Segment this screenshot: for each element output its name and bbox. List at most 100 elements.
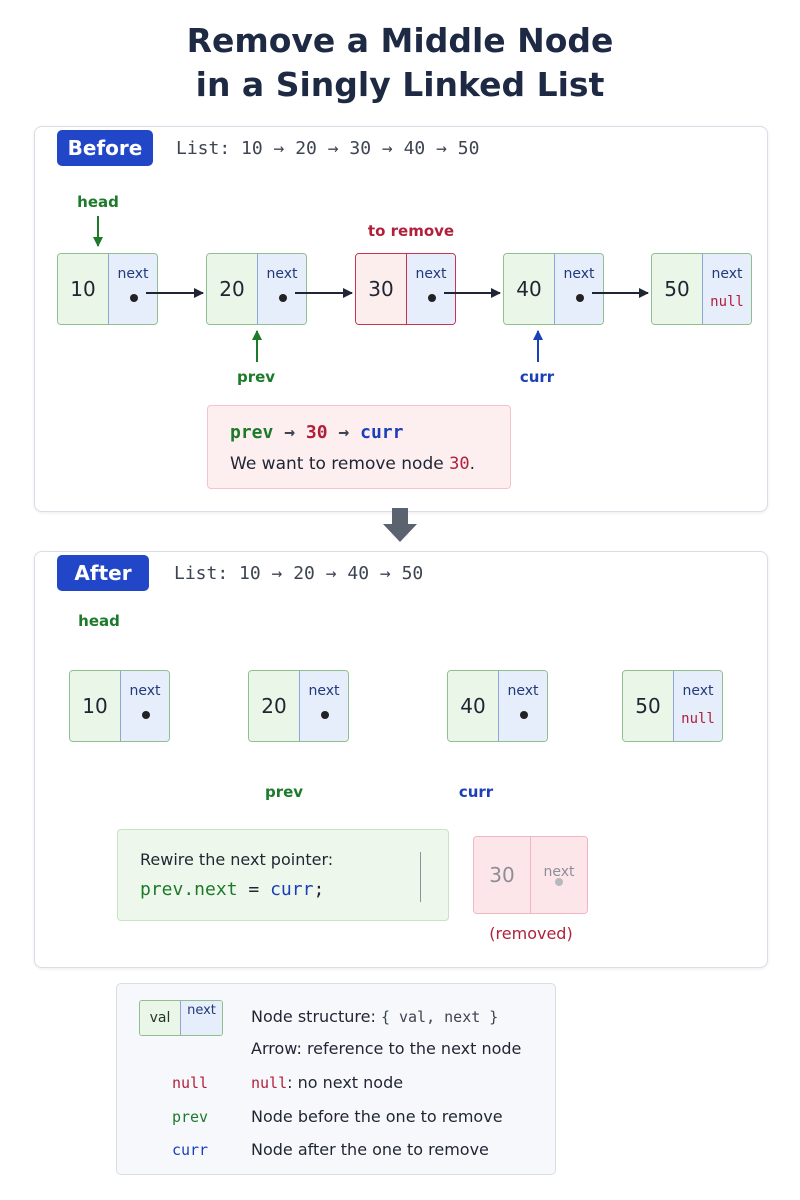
legend-node-val: val [140, 1001, 180, 1035]
callout-curr: curr [360, 422, 404, 443]
legend-node-structure-text: Node structure: { val, next } [251, 1004, 498, 1030]
pointer-dot-icon [555, 878, 563, 886]
node-next-field: next [554, 254, 603, 324]
before-curr-label: curr [519, 368, 555, 386]
node-next-field: next [406, 254, 455, 324]
node-value: 40 [504, 254, 554, 324]
after-node-50: 50 next null [622, 670, 723, 742]
node-value: 30 [356, 254, 406, 324]
rewire-heading: Rewire the next pointer: [140, 850, 334, 869]
pointer-dot-icon [520, 711, 528, 719]
node-value: 20 [249, 671, 299, 741]
legend-row-prev: prev Node before the one to remove [117, 1104, 555, 1130]
callout-prev: prev [230, 422, 274, 443]
node-next-label: next [507, 683, 539, 699]
before-node-40: 40 next [503, 253, 604, 325]
legend-node-sample: val next [139, 1000, 223, 1036]
node-value: 40 [448, 671, 498, 741]
pointer-dot-icon [142, 711, 150, 719]
node-value: 30 [474, 837, 530, 913]
node-next-label: next [415, 266, 447, 282]
pointer-dot-icon [321, 711, 329, 719]
pointer-dot-icon [428, 294, 436, 302]
after-node-20: 20 next [248, 670, 349, 742]
node-next-field: next [257, 254, 306, 324]
legend-prev-text: Node before the one to remove [251, 1107, 503, 1126]
before-callout: prev → 30 → curr We want to remove node … [207, 405, 511, 489]
legend-node-structure-label: Node structure: [251, 1007, 376, 1026]
rewire-code-end: ; [313, 879, 325, 900]
node-value: 50 [652, 254, 702, 324]
pointer-dot-icon [279, 294, 287, 302]
before-head-label: head [77, 193, 119, 211]
node-value: 50 [623, 671, 673, 741]
rewire-code-prev-next: prev.next [140, 879, 238, 900]
after-curr-label: curr [458, 783, 494, 801]
callout-sentence-value: 30 [449, 454, 470, 474]
after-list-line: List: 10 → 20 → 40 → 50 [174, 563, 423, 584]
callout-code-line: prev → 30 → curr [230, 422, 403, 443]
page-title-line-2: in a Singly Linked List [195, 65, 605, 104]
callout-sentence-end: . [469, 454, 475, 474]
legend-arrow-description: reference to the next node [306, 1039, 522, 1058]
legend-null-key: null [171, 1074, 209, 1092]
after-node-10: 10 next [69, 670, 170, 742]
before-list-values: 10 → 20 → 30 → 40 → 50 [241, 138, 480, 159]
node-next-label: next [266, 266, 298, 282]
node-value: 20 [207, 254, 257, 324]
node-next-label: next [711, 266, 743, 282]
node-next-field: next [108, 254, 157, 324]
before-node-30-target: 30 next [355, 253, 456, 325]
removed-label: (removed) [489, 924, 573, 943]
rewire-box: Rewire the next pointer: prev.next = cur… [117, 829, 449, 921]
legend-node-next: next [180, 1001, 222, 1035]
before-node-50: 50 next null [651, 253, 752, 325]
legend-curr-text: Node after the one to remove [251, 1140, 489, 1159]
node-next-field: next [120, 671, 169, 741]
node-next-field: next [498, 671, 547, 741]
node-next-label: next [563, 266, 595, 282]
legend-null-code: null [251, 1074, 288, 1092]
legend-prev-key: prev [171, 1108, 209, 1126]
legend-row-node-structure: val next Node structure: { val, next } [117, 1000, 555, 1036]
node-next-label: next [682, 683, 714, 699]
before-list-line: List: 10 → 20 → 30 → 40 → 50 [176, 138, 479, 159]
legend-row-curr: curr Node after the one to remove [117, 1137, 555, 1163]
after-badge: After [57, 555, 149, 591]
legend-curr-key: curr [171, 1141, 209, 1159]
node-next-label: next [543, 864, 575, 880]
before-to-remove-label: to remove [367, 222, 455, 240]
legend: val next Node structure: { val, next } A… [116, 983, 556, 1175]
before-node-20: 20 next [206, 253, 307, 325]
legend-null-text: null: no next node [251, 1070, 403, 1096]
node-null-label: null [710, 294, 744, 310]
callout-target: 30 [305, 422, 328, 443]
after-list-values: 10 → 20 → 40 → 50 [239, 563, 424, 584]
callout-sentence-text: We want to remove node [230, 454, 444, 474]
callout-arrow-2: → [338, 422, 350, 443]
after-prev-label: prev [264, 783, 304, 801]
node-next-field: next null [702, 254, 751, 324]
node-null-label: null [681, 711, 715, 727]
after-list-label: List: [174, 563, 229, 584]
before-badge: Before [57, 130, 153, 166]
legend-node-structure-code: { val, next } [380, 1008, 499, 1026]
transition-down-arrow-icon [383, 508, 417, 542]
legend-arrow-bold: Arrow: [251, 1039, 302, 1058]
rewire-code-eq: = [248, 879, 260, 900]
node-next-label: next [129, 683, 161, 699]
node-next-field: next [530, 837, 587, 913]
after-head-label: head [78, 612, 120, 630]
legend-row-null: null null: no next node [117, 1070, 555, 1096]
node-next-field: next null [673, 671, 722, 741]
legend-arrow-text: Arrow: reference to the next node [251, 1036, 521, 1062]
page-title-line-1: Remove a Middle Node [186, 21, 614, 60]
legend-row-arrow: Arrow: reference to the next node [117, 1036, 555, 1062]
before-list-label: List: [176, 138, 231, 159]
pointer-dot-icon [576, 294, 584, 302]
node-value: 10 [70, 671, 120, 741]
text-cursor-bar [420, 852, 421, 902]
rewire-code: prev.next = curr; [140, 879, 324, 900]
before-prev-label: prev [236, 368, 276, 386]
callout-sentence: We want to remove node 30. [230, 454, 475, 474]
